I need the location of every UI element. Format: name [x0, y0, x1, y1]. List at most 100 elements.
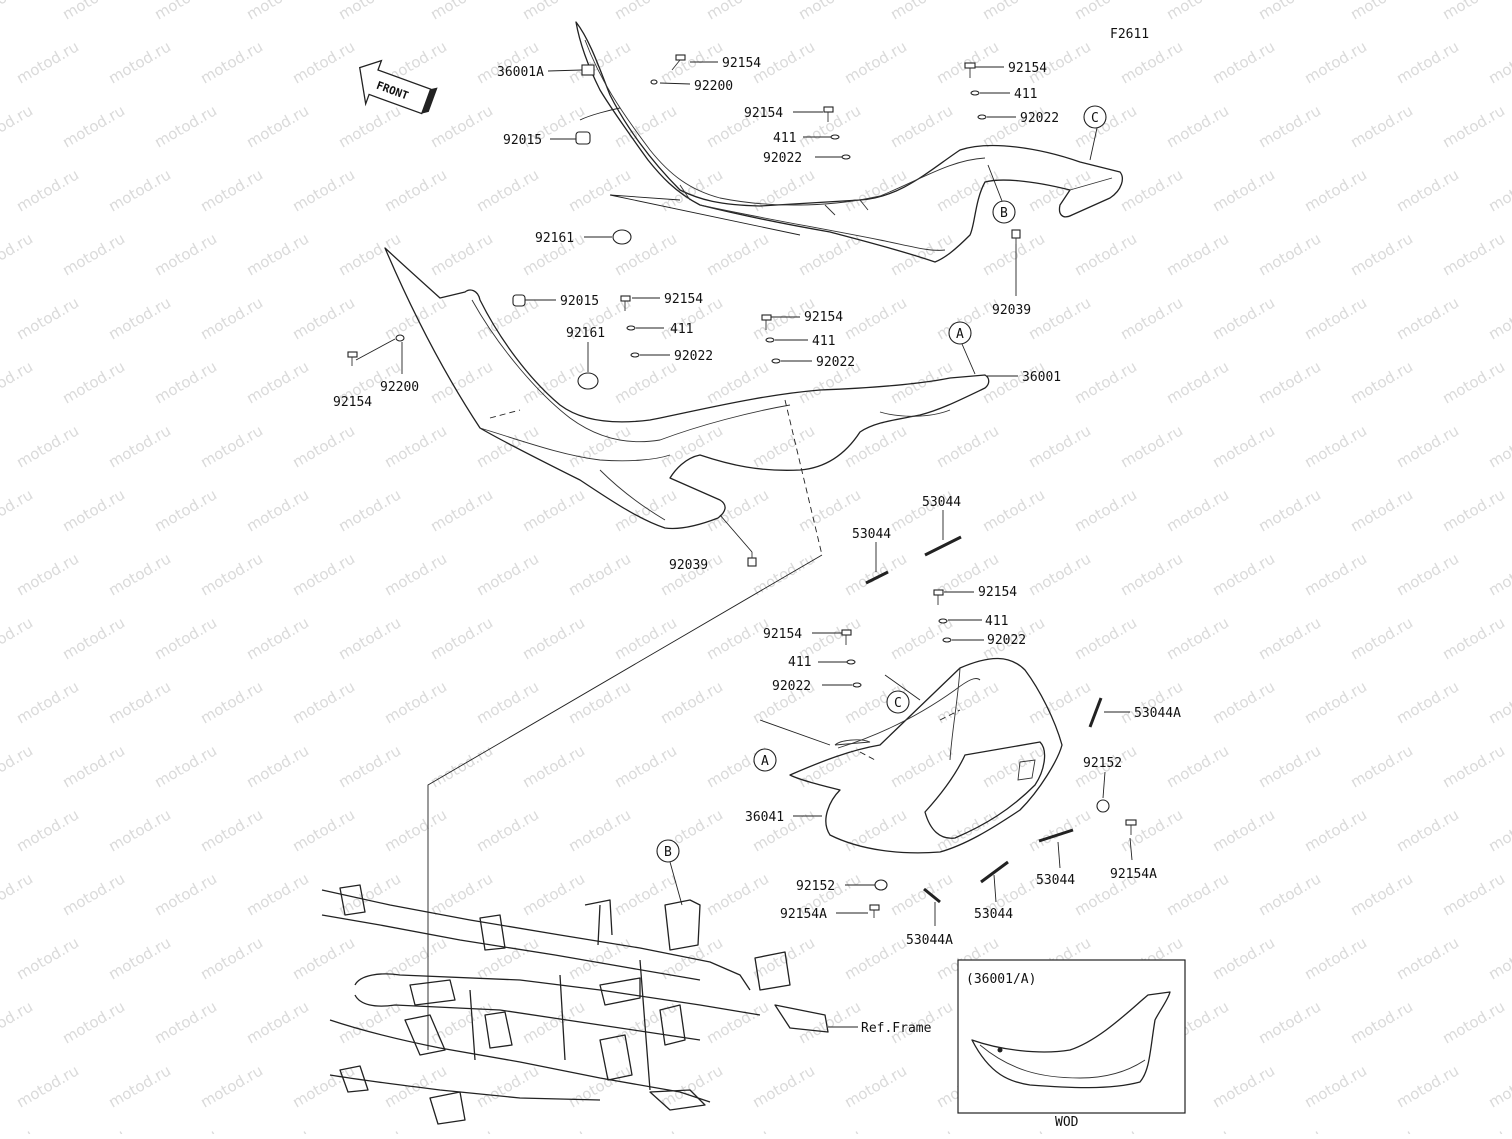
watermark-text: motod.ru [1163, 869, 1232, 919]
watermark-text: motod.ru [841, 165, 910, 215]
watermark-text: motod.ru [1301, 549, 1370, 599]
callout-a-low: A [761, 754, 769, 769]
watermark-text: motod.ru [59, 485, 128, 535]
label-411-low-1: 411 [985, 614, 1008, 629]
label-92015-mid: 92015 [560, 294, 599, 309]
watermark-text: motod.ru [427, 613, 496, 663]
watermark-text: motod.ru [887, 229, 956, 279]
watermark-text: motod.ru [59, 357, 128, 407]
watermark-text: motod.ru [1163, 101, 1232, 151]
watermark-text: motod.ru [1255, 997, 1324, 1047]
watermark-text: motod.ru [59, 229, 128, 279]
pin-icon [923, 887, 941, 904]
bolt-icon [933, 589, 944, 605]
label-92154-low-1: 92154 [978, 585, 1017, 600]
watermark-text: motod.ru [1209, 37, 1278, 87]
watermark-text: motod.ru [0, 0, 36, 23]
label-92154-mid-2: 92154 [804, 310, 843, 325]
watermark-text: motod.ru [151, 1125, 220, 1134]
watermark-text: motod.ru [887, 0, 956, 23]
label-92154-left: 92154 [333, 395, 372, 410]
watermark-text: motod.ru [565, 549, 634, 599]
watermark-text: motod.ru [289, 165, 358, 215]
watermark-text: motod.ru [105, 165, 174, 215]
washer-icon [650, 79, 658, 85]
label-92152-bottom: 92152 [796, 879, 835, 894]
watermark-text: motod.ru [105, 677, 174, 727]
watermark-text: motod.ru [151, 485, 220, 535]
watermark-text: motod.ru [427, 1125, 496, 1134]
watermark-text: motod.ru [151, 613, 220, 663]
watermark-text: motod.ru [289, 293, 358, 343]
watermark-text: motod.ru [1025, 421, 1094, 471]
watermark-text: motod.ru [1301, 805, 1370, 855]
watermark-text: motod.ru [13, 293, 82, 343]
watermark-text: motod.ru [105, 293, 174, 343]
watermark-text: motod.ru [565, 421, 634, 471]
watermark-text: motod.ru [1209, 1061, 1278, 1111]
watermark-text: motod.ru [703, 1125, 772, 1134]
watermark-text: motod.ru [427, 101, 496, 151]
watermark-text: motod.ru [1117, 805, 1186, 855]
watermark-text: motod.ru [1117, 421, 1186, 471]
watermark-text: motod.ru [197, 165, 266, 215]
watermark-text: motod.ru [749, 165, 818, 215]
watermark-text: motod.ru [933, 805, 1002, 855]
watermark-text: motod.ru [59, 101, 128, 151]
watermark-text: motod.ru [841, 805, 910, 855]
watermark-text: motod.ru [59, 613, 128, 663]
watermark-text: motod.ru [151, 741, 220, 791]
watermark-text: motod.ru [1163, 1125, 1232, 1134]
watermark-text: motod.ru [335, 741, 404, 791]
watermark-text: motod.ru [1439, 0, 1508, 23]
watermark-text: motod.ru [1163, 741, 1232, 791]
watermark-text: motod.ru [105, 1061, 174, 1111]
watermark-text: motod.ru [473, 1061, 542, 1111]
watermark-text: motod.ru [1209, 549, 1278, 599]
watermark-text: motod.ru [1025, 805, 1094, 855]
watermark-text: motod.ru [1071, 485, 1140, 535]
watermark-text: motod.ru [795, 229, 864, 279]
watermark-text: motod.ru [1255, 357, 1324, 407]
watermark-text: motod.ru [0, 101, 36, 151]
watermark-text: motod.ru [1209, 933, 1278, 983]
watermark-text: motod.ru [933, 165, 1002, 215]
watermark-text: motod.ru [289, 37, 358, 87]
callout-b-top: B [1000, 206, 1008, 221]
clip-icon [747, 552, 757, 567]
grommet-icon [581, 64, 595, 76]
watermark-text: motod.ru [1025, 293, 1094, 343]
label-411-top-1: 411 [773, 131, 796, 146]
watermark-text: motod.ru [1255, 869, 1324, 919]
label-92154-top-2: 92154 [744, 106, 783, 121]
watermark-text: motod.ru [1485, 1061, 1512, 1111]
bolt-icon [964, 62, 976, 78]
watermark-text: motod.ru [1163, 357, 1232, 407]
watermark-text: motod.ru [565, 805, 634, 855]
watermark-text: motod.ru [1117, 293, 1186, 343]
label-53044A-right: 53044A [1134, 706, 1181, 721]
pin-icon [1088, 697, 1103, 728]
watermark-text: motod.ru [1439, 485, 1508, 535]
watermark-text: motod.ru [381, 165, 450, 215]
label-92161-mid: 92161 [566, 326, 605, 341]
watermark-text: motod.ru [197, 677, 266, 727]
watermark-text: motod.ru [289, 805, 358, 855]
watermark-text: motod.ru [1071, 229, 1140, 279]
watermark-text: motod.ru [1393, 933, 1462, 983]
watermark-text: motod.ru [611, 869, 680, 919]
middle-side-cover [384, 247, 990, 530]
watermark-text: motod.ru [887, 869, 956, 919]
watermark-text: motod.ru [1071, 101, 1140, 151]
watermark-text: motod.ru [887, 741, 956, 791]
watermark-text: motod.ru [59, 869, 128, 919]
watermark-text: motod.ru [197, 37, 266, 87]
washer-icon [765, 337, 775, 343]
watermark-text: motod.ru [0, 229, 36, 279]
watermark-text: motod.ru [519, 613, 588, 663]
watermark-text: motod.ru [749, 1061, 818, 1111]
watermark-text: motod.ru [1439, 741, 1508, 791]
watermark-text: motod.ru [565, 37, 634, 87]
